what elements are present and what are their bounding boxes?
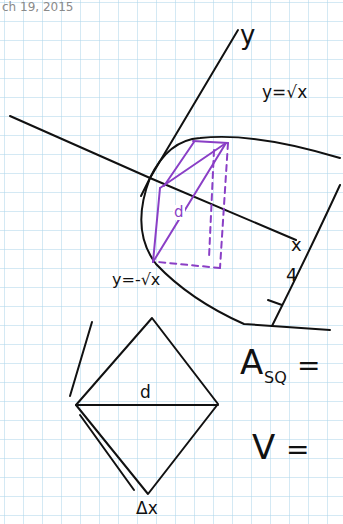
slice-hidden-edge xyxy=(209,150,214,258)
axis-label: x xyxy=(291,236,302,254)
slice-edge xyxy=(160,143,226,188)
slice-edge xyxy=(164,142,194,186)
slice-edge xyxy=(193,141,228,143)
curve-label: y=-√x xyxy=(112,272,160,288)
dimension: 4 xyxy=(286,266,297,284)
curve-label: y=√x xyxy=(262,84,307,101)
thickness-label: Δx xyxy=(136,500,158,517)
formula-subscript: SQ xyxy=(264,370,287,386)
square-cross-section xyxy=(76,318,218,494)
slice-diagonal xyxy=(153,143,226,262)
x-axis xyxy=(10,116,296,240)
diagonal-label: d xyxy=(140,384,151,401)
side-bracket xyxy=(70,322,92,396)
formula-text: A xyxy=(240,345,263,379)
side-bracket xyxy=(80,415,134,490)
bracket-tick xyxy=(268,300,282,305)
formula-text: V xyxy=(252,430,275,464)
diagonal-line xyxy=(76,404,218,406)
formula-text: = xyxy=(286,436,309,464)
y-axis xyxy=(141,30,238,196)
slice-label: d xyxy=(173,205,185,220)
slice-hidden-edge xyxy=(220,143,228,268)
slice-hidden-edge xyxy=(158,262,220,268)
formula-text: = xyxy=(297,352,320,380)
axis-label: y xyxy=(240,22,255,48)
curve-sqrt-x xyxy=(150,137,340,178)
curve-neg-sqrt-x xyxy=(141,178,330,330)
date-note: ch 19, 2015 xyxy=(2,1,73,13)
